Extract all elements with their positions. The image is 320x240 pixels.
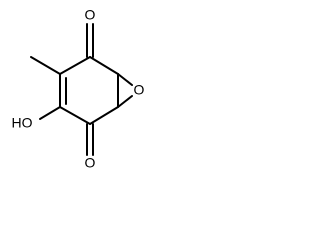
atom-label-o-top: O [85,7,96,23]
bond-c3-hydroxyl [39,106,61,120]
bond-c2-methyl [30,56,61,75]
bond-c4-c5 [89,106,119,125]
atom-label-hydroxyl: HO [12,115,33,131]
bond-c1-c2 [59,56,91,75]
molecule-structure-diagram: O O O HO [12,7,145,171]
bond-c5-o-epoxide [117,95,133,108]
bond-c3-c4 [59,106,91,125]
atom-label-o-bottom: O [85,155,96,171]
bond-c6-c1 [89,56,119,75]
bond-c6-o-epoxide [117,73,133,86]
atom-label-o-epoxide: O [134,82,145,98]
